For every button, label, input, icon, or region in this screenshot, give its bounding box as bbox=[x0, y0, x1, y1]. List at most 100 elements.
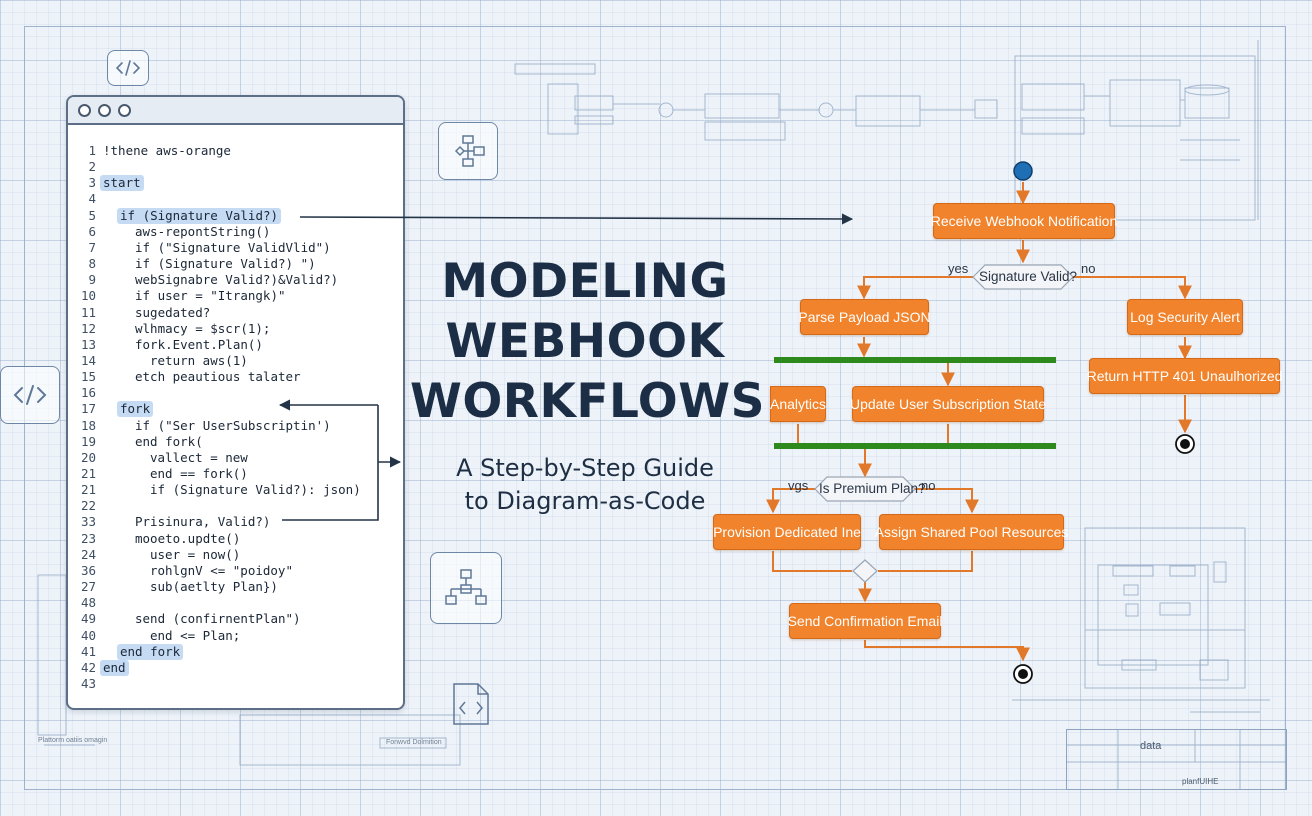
line-number: 22 bbox=[80, 498, 96, 514]
code-text: if (Signature Valid?): json) bbox=[150, 482, 361, 498]
flow-arrow bbox=[878, 551, 973, 572]
return-401-node: Return HTTP 401 Unaulhorized bbox=[1087, 358, 1282, 394]
code-text: !thene aws-orange bbox=[103, 143, 231, 158]
code-text: mooeto.updte() bbox=[135, 530, 241, 546]
window-close-button[interactable] bbox=[78, 103, 91, 117]
background-note: Fonwvd Dolmition bbox=[386, 739, 442, 746]
title-block-data-label: data bbox=[1140, 740, 1162, 752]
line-number: 1 bbox=[88, 143, 96, 158]
decision-diamond bbox=[814, 476, 916, 502]
title-line: WORKFLOWS bbox=[410, 374, 765, 429]
line-number: 14 bbox=[80, 352, 96, 368]
background-note: Plattorm oatiis omagin bbox=[38, 737, 108, 744]
line-number: 36 bbox=[80, 562, 96, 578]
code-text: etch peautious talater bbox=[135, 369, 301, 385]
send-confirmation-node: Send Confirmation Email bbox=[788, 603, 942, 639]
join-bar bbox=[774, 443, 1056, 449]
page-title: MODELING WEBHOOK WORKFLOWS bbox=[410, 252, 765, 432]
code-file-icon bbox=[450, 682, 492, 726]
line-number: 10 bbox=[80, 288, 96, 304]
subtitle-line: to Diagram-as-Code bbox=[464, 487, 706, 515]
code-text: if (Signature Valid?) ") bbox=[135, 256, 316, 272]
code-line: 23 mooeto.updte() bbox=[68, 531, 403, 547]
code-line: 40 end <= Plan; bbox=[68, 628, 403, 644]
end-node-core bbox=[1180, 439, 1190, 449]
line-number: 33 bbox=[80, 514, 96, 530]
line-number: 13 bbox=[80, 336, 96, 352]
tree-diagram-icon bbox=[430, 552, 502, 624]
connector-line bbox=[299, 213, 854, 225]
code-brackets-icon bbox=[107, 50, 149, 86]
line-number: 41 bbox=[80, 643, 96, 659]
code-line: 41 end fork bbox=[68, 643, 403, 660]
code-line: 2 bbox=[68, 159, 403, 175]
window-minimize-button[interactable] bbox=[98, 103, 111, 117]
code-text: rohlgnV <= "poidoy" bbox=[150, 562, 293, 578]
line-number: 9 bbox=[88, 272, 96, 288]
fork-bar bbox=[774, 357, 1056, 363]
code-text: end <= Plan; bbox=[150, 627, 241, 643]
line-number: 23 bbox=[80, 530, 96, 546]
line-number: 12 bbox=[80, 320, 96, 336]
code-text: vallect = new bbox=[150, 449, 248, 465]
line-number: 49 bbox=[80, 611, 96, 627]
code-text: if user = "Itrangk)" bbox=[135, 288, 286, 304]
flow-arrow bbox=[1073, 276, 1192, 300]
code-text: return aws(1) bbox=[150, 352, 248, 368]
subtitle-line: A Step-by-Step Guide bbox=[456, 454, 714, 482]
code-line: 20 vallect = new bbox=[68, 450, 403, 466]
update-subscription-node: Update User Subscription State bbox=[850, 386, 1046, 422]
code-line: 13 fork.Event.Plan() bbox=[68, 337, 403, 353]
decision-diamond bbox=[972, 264, 1074, 290]
code-line: 22 bbox=[68, 498, 403, 514]
code-text: end bbox=[100, 659, 129, 676]
merge-diamond bbox=[852, 559, 878, 583]
line-number: 20 bbox=[80, 449, 96, 465]
flowchart-icon bbox=[438, 122, 498, 180]
code-line: 4 bbox=[68, 191, 403, 207]
line-number: 48 bbox=[80, 595, 96, 611]
code-line: 11 sugedated? bbox=[68, 305, 403, 321]
line-number: 16 bbox=[80, 385, 96, 401]
window-maximize-button[interactable] bbox=[118, 103, 131, 117]
line-number: 5 bbox=[88, 207, 96, 223]
code-text: fork.Event.Plan() bbox=[135, 336, 263, 352]
line-number: 11 bbox=[80, 304, 96, 320]
code-text: sugedated? bbox=[135, 304, 211, 320]
flow-arrow bbox=[857, 276, 973, 300]
line-number: 19 bbox=[80, 433, 96, 449]
code-line: 10 if user = "Itrangk)" bbox=[68, 288, 403, 304]
line-number: 40 bbox=[80, 627, 96, 643]
code-text: if (Signature Valid?) bbox=[117, 207, 282, 224]
start-node bbox=[1013, 161, 1033, 181]
receive-webhook-node: Receive Webhook Notification bbox=[931, 203, 1117, 239]
title-line: WEBHOOK bbox=[445, 314, 725, 369]
code-line: 16 bbox=[68, 385, 403, 401]
code-text: send (confirnentPlan") bbox=[135, 611, 301, 627]
code-text: end fork bbox=[117, 643, 184, 660]
assign-shared-pool-node: Assign Shared Pool Resources bbox=[875, 514, 1068, 550]
line-number: 4 bbox=[88, 191, 96, 207]
editor-title-bar bbox=[68, 97, 403, 125]
code-text: user = now() bbox=[150, 546, 241, 562]
code-text: aws-repontString() bbox=[135, 223, 271, 239]
line-number: 17 bbox=[80, 401, 96, 417]
analytics-node: Analytics bbox=[770, 386, 826, 422]
code-line: 48 bbox=[68, 595, 403, 611]
code-text: webSignabre Valid?)&Valid?) bbox=[135, 272, 339, 288]
